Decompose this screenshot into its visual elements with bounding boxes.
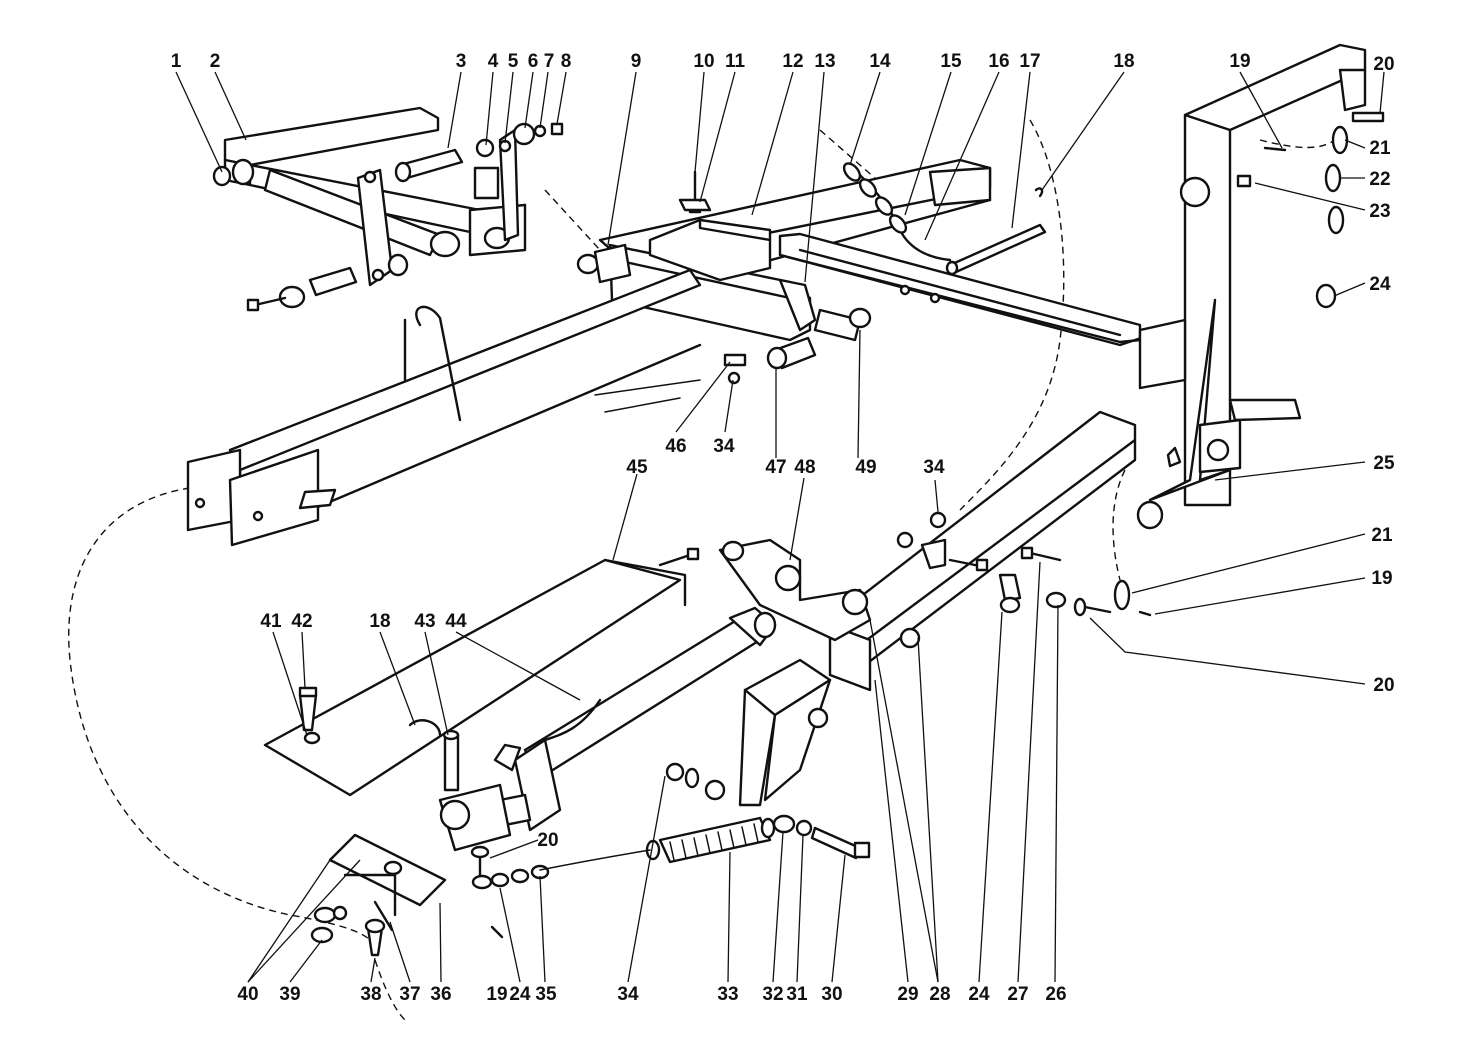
callout-21-bottom: 21	[1371, 525, 1393, 546]
callout-26: 26	[1045, 984, 1066, 1005]
callout-34-upper: 34	[713, 436, 735, 457]
hose-routing-lines	[68, 119, 1336, 1021]
callout-30: 30	[821, 984, 842, 1005]
callout-24-bottom-left: 24	[509, 984, 531, 1005]
callout-34-mid: 34	[923, 457, 945, 478]
callout-13: 13	[814, 51, 835, 72]
callout-20-top: 20	[1373, 54, 1394, 75]
callout-25: 25	[1373, 453, 1395, 474]
callout-10: 10	[693, 51, 714, 72]
upper-hitch-frame	[212, 106, 564, 312]
callout-7: 7	[544, 51, 555, 72]
lower-right-beam	[718, 410, 1152, 807]
callout-20-right: 20	[1373, 675, 1394, 696]
callout-49: 49	[855, 457, 876, 478]
callout-42: 42	[291, 611, 312, 632]
callout-17: 17	[1019, 51, 1040, 72]
callout-33: 33	[717, 984, 738, 1005]
callout-19-bottom: 19	[486, 984, 507, 1005]
callout-39: 39	[279, 984, 300, 1005]
callout-3: 3	[456, 51, 467, 72]
callout-19-right: 19	[1371, 568, 1392, 589]
callout-14: 14	[869, 51, 891, 72]
callout-35: 35	[535, 984, 557, 1005]
center-bracket-assembly	[576, 170, 872, 385]
callout-12: 12	[782, 51, 803, 72]
callout-11: 11	[725, 51, 746, 72]
callout-48: 48	[794, 457, 815, 478]
callout-31: 31	[786, 984, 808, 1005]
callout-37: 37	[399, 984, 420, 1005]
callout-46: 46	[665, 436, 686, 457]
cover-plate	[263, 547, 700, 797]
callout-20-left: 20	[537, 830, 558, 851]
callout-40: 40	[237, 984, 258, 1005]
callout-4: 4	[488, 51, 499, 72]
callout-labels: 1 2 3 4 5 6 7 8 9 10 11 12 13 14 15 16 1…	[171, 51, 1395, 1005]
callout-29: 29	[897, 984, 918, 1005]
callout-41: 41	[260, 611, 282, 632]
callout-18-left: 18	[369, 611, 390, 632]
callout-9: 9	[631, 51, 642, 72]
hydraulic-cylinder	[438, 606, 777, 852]
callout-44: 44	[445, 611, 467, 632]
right-upright-frame	[1136, 43, 1385, 530]
callout-24-right: 24	[1369, 274, 1391, 295]
callout-24-bottom-right: 24	[968, 984, 990, 1005]
callout-2: 2	[210, 51, 221, 72]
callout-36: 36	[430, 984, 451, 1005]
callout-45: 45	[626, 457, 648, 478]
callout-16: 16	[988, 51, 1009, 72]
callout-47: 47	[765, 457, 786, 478]
callout-27: 27	[1007, 984, 1028, 1005]
callout-1: 1	[171, 51, 182, 72]
callout-28: 28	[929, 984, 950, 1005]
callout-19-top: 19	[1229, 51, 1250, 72]
callout-21-top: 21	[1369, 138, 1391, 159]
callout-38: 38	[360, 984, 381, 1005]
callout-22: 22	[1369, 169, 1390, 190]
callout-15: 15	[940, 51, 962, 72]
tension-spring	[645, 762, 871, 864]
callout-32: 32	[762, 984, 783, 1005]
callout-5: 5	[508, 51, 519, 72]
callout-8: 8	[561, 51, 572, 72]
callout-23: 23	[1369, 201, 1390, 222]
callout-18-top: 18	[1113, 51, 1134, 72]
lower-clevis-hardware	[310, 833, 651, 957]
callout-leader-lines	[175, 71, 1385, 983]
callout-6: 6	[528, 51, 539, 72]
callout-43: 43	[414, 611, 435, 632]
callout-34-bottom: 34	[617, 984, 639, 1005]
lower-left-beam	[186, 268, 702, 547]
